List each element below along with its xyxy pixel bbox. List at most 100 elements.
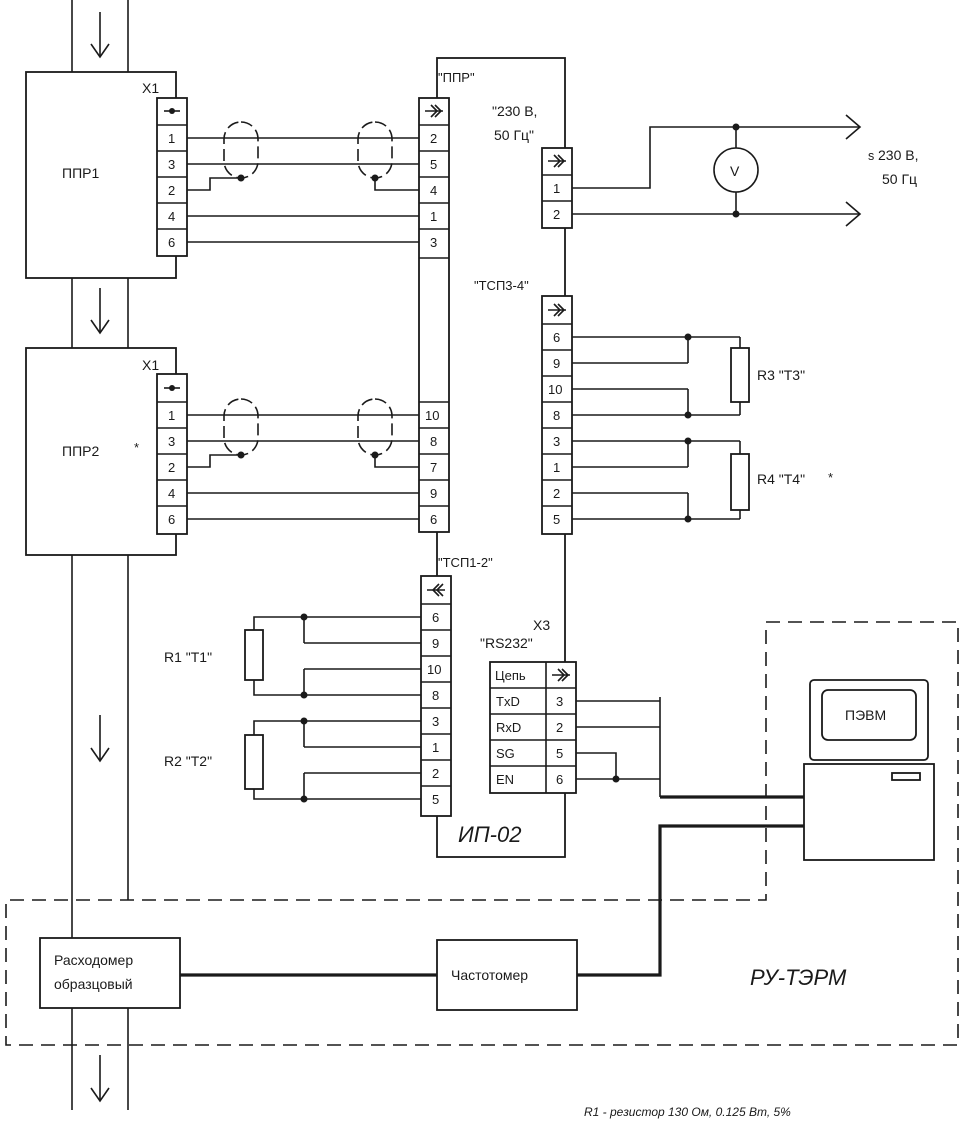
resistor-icon [244,629,264,681]
flow-arrow-icon [90,288,110,335]
r3-label: R3 "Т3" [757,367,805,383]
pin-label: 6 [432,610,439,625]
ppr2-block [25,347,177,556]
plug-icon [427,583,445,597]
rs232-pin: 6 [556,772,563,787]
pin-label: 2 [432,766,439,781]
plug-icon [164,385,180,391]
pin-label: 8 [430,434,437,449]
pin-label: 1 [430,209,437,224]
ru-term-boundary [5,621,959,1046]
rs232-pin: 3 [556,694,563,709]
resistor-icon [730,347,750,403]
socket-icon [552,668,570,682]
r1-wiring [244,613,421,699]
footnote: R1 - резистор 130 Ом, 0.125 Вт, 5% [584,1105,791,1119]
power-connector-name-line1: "230 В, [492,103,537,119]
r4-wiring [572,437,750,523]
voltmeter-icon: V [713,147,759,193]
pin-label: 10 [427,662,441,677]
tsp34-pin-column: 6 9 10 8 3 1 2 5 [542,323,572,527]
pin-label: 3 [430,235,437,250]
ppr1-pin-column: 1 3 2 4 6 [157,124,187,250]
pin-label: 6 [430,512,437,527]
pin-label: 6 [168,512,175,527]
resistor-icon [730,453,750,511]
reference-flowmeter-line2: образцовый [54,976,133,992]
flow-arrow-icon [90,715,110,763]
ppr2-pin-column: 1 3 2 4 6 [157,401,187,527]
pipeline [71,0,129,1110]
pin-label: 8 [432,688,439,703]
rs232-signal: SG [496,746,515,761]
r3-wiring [572,333,750,419]
rs232-x3-label: X3 [533,617,550,633]
ppr2-mark: * [134,440,139,455]
r1-label: R1 "Т1" [164,649,212,665]
pin-label: 5 [430,157,437,172]
pin-label: 10 [548,382,562,397]
reference-flowmeter-block [39,937,181,1009]
pin-label: 4 [430,183,437,198]
rs232-signal: TxD [496,694,520,709]
flow-arrow-icon [90,12,110,59]
rs232-pin: 2 [556,720,563,735]
supply-frequency: 50 Гц [882,171,917,187]
pin-label: 6 [553,330,560,345]
pin-label: 2 [553,486,560,501]
pin-label: 3 [168,157,175,172]
pin-label: 3 [168,434,175,449]
pin-label: 1 [553,181,560,196]
pin-label: 5 [553,512,560,527]
r2-wiring [244,717,421,803]
pin-label: 4 [168,209,175,224]
socket-icon [548,154,566,168]
ppr-pin-column: 2 5 4 1 3 10 8 7 9 6 [419,124,449,527]
supply-voltage: 230 В, [878,147,918,163]
tsp12-pin-column: 6 9 10 8 3 1 2 5 [421,603,451,807]
tsp34-connector [541,295,573,535]
pin-label: 1 [168,408,175,423]
pin-label: 9 [432,636,439,651]
pin-label: 1 [168,131,175,146]
socket-icon [425,104,443,118]
reference-flowmeter-line1: Расходомер [54,952,133,968]
ru-term-label: РУ-ТЭРМ [750,965,847,990]
tsp12-connector-name: "ТСП1-2" [438,555,493,570]
ppr1-label: ППР1 [62,165,99,181]
ppr-connector-name: "ППР" [438,70,475,85]
rs232-pin: 5 [556,746,563,761]
ppr1-block [25,71,177,279]
pin-label: 8 [553,408,560,423]
pin-label: 1 [432,740,439,755]
pin-label: 9 [430,486,437,501]
plug-icon [164,108,180,114]
flow-arrow-icon [90,1055,110,1103]
pin-label: 9 [553,356,560,371]
ppr1-cable [187,121,419,243]
r4-mark: * [828,470,833,485]
pin-label: 10 [425,408,439,423]
pc-label: ПЭВМ [845,707,886,723]
pin-label: 1 [553,460,560,475]
tsp34-connector-name: "ТСП3-4" [474,278,529,293]
pin-label: 3 [553,434,560,449]
power-wiring [572,114,862,227]
ip02-label: ИП-02 [458,822,521,847]
ppr2-cable [187,398,419,520]
rs232-header: Цепь [495,668,526,683]
ppr2-x1-label: X1 [142,357,159,373]
rs232-signal: RxD [496,720,521,735]
frequency-counter-label: Частотомер [451,967,528,983]
pin-label: 2 [430,131,437,146]
resistor-icon [244,734,264,790]
r2-label: R2 "Т2" [164,753,212,769]
supply-prefix: s [868,149,874,163]
socket-icon [548,303,566,317]
pin-label: 4 [168,486,175,501]
rs232-cable [576,697,805,799]
svg-text:V: V [730,163,740,179]
pin-label: 7 [430,460,437,475]
ppr-connector [418,97,450,533]
